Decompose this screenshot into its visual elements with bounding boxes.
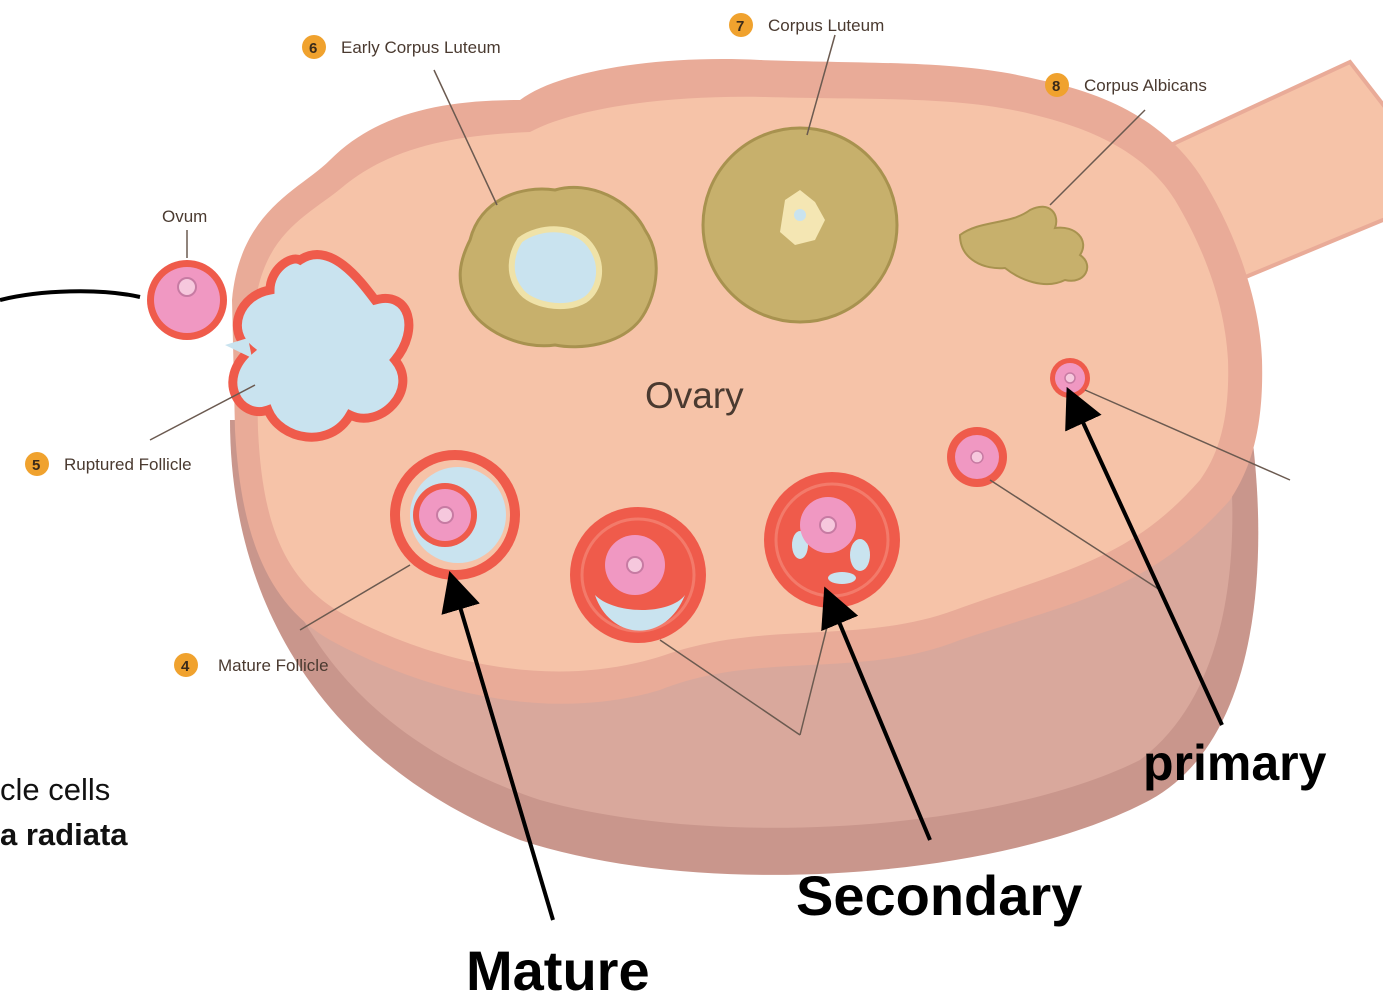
svg-text:Ruptured Follicle: Ruptured Follicle bbox=[64, 455, 192, 474]
ovum bbox=[147, 230, 227, 340]
stage-4-label: 4 Mature Follicle bbox=[174, 653, 329, 677]
secondary-annotation: Secondary bbox=[796, 864, 1082, 927]
svg-text:Mature Follicle: Mature Follicle bbox=[218, 656, 329, 675]
svg-text:Corpus Albicans: Corpus Albicans bbox=[1084, 76, 1207, 95]
svg-text:Corpus Luteum: Corpus Luteum bbox=[768, 16, 884, 35]
ovum-label: Ovum bbox=[162, 207, 207, 226]
svg-text:6: 6 bbox=[309, 40, 317, 57]
ovary-label: Ovary bbox=[645, 375, 744, 416]
primary-annotation: primary bbox=[1143, 735, 1327, 791]
svg-text:7: 7 bbox=[736, 18, 744, 35]
ovum-pointer-line bbox=[0, 291, 140, 300]
svg-text:4: 4 bbox=[181, 658, 190, 675]
svg-text:5: 5 bbox=[32, 457, 40, 474]
stage-6-label: 6 Early Corpus Luteum bbox=[302, 35, 501, 59]
side-text-line2: a radiata bbox=[0, 817, 128, 852]
mature-annotation: Mature bbox=[466, 939, 650, 998]
stage-5-label: 5 Ruptured Follicle bbox=[25, 452, 192, 476]
svg-text:8: 8 bbox=[1052, 78, 1060, 95]
side-text-line1: cle cells bbox=[0, 772, 110, 807]
svg-text:Early Corpus Luteum: Early Corpus Luteum bbox=[341, 38, 501, 57]
stage-7-label: 7 Corpus Luteum bbox=[729, 13, 884, 37]
